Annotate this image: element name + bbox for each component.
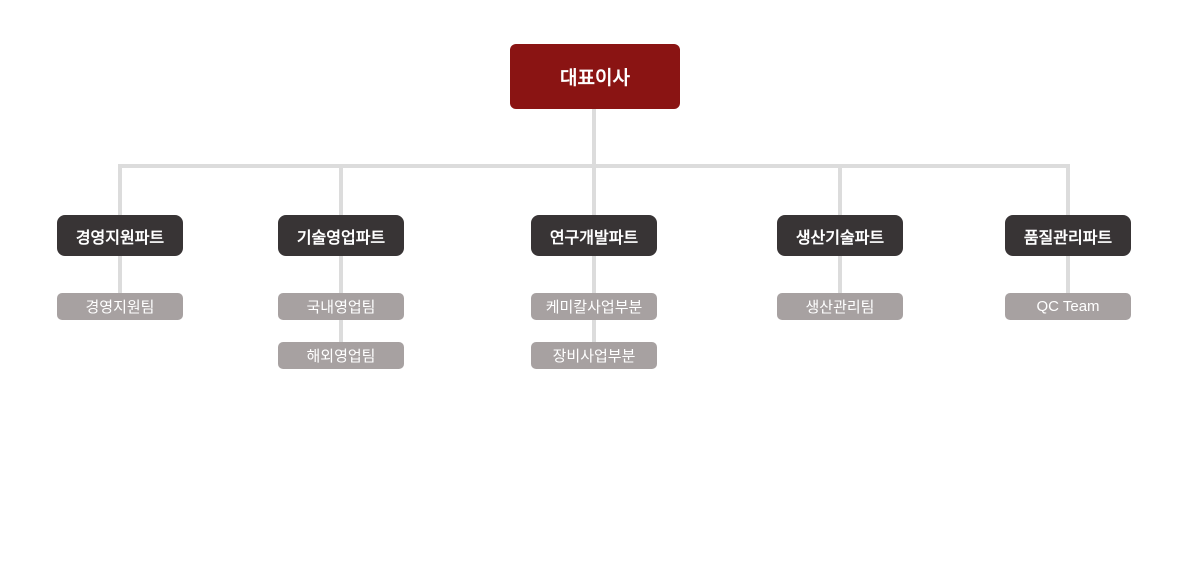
org-node-team-qc-team: QC Team [1005, 293, 1131, 320]
org-node-part-production-technology: 생산기술파트 [777, 215, 903, 256]
org-node-ceo: 대표이사 [510, 44, 680, 109]
org-node-team-chemical-business: 케미칼사업부분 [531, 293, 657, 320]
org-node-part-quality-control: 품질관리파트 [1005, 215, 1131, 256]
org-node-team-equipment-business: 장비사업부분 [531, 342, 657, 369]
org-node-team-production-management: 생산관리팀 [777, 293, 903, 320]
org-node-part-rnd: 연구개발파트 [531, 215, 657, 256]
org-node-team-overseas-sales: 해외영업팀 [278, 342, 404, 369]
org-node-team-domestic-sales: 국내영업팀 [278, 293, 404, 320]
connector-branch-2 [339, 164, 343, 354]
connector-branch-3 [592, 164, 596, 354]
org-node-part-technical-sales: 기술영업파트 [278, 215, 404, 256]
org-node-team-management-support: 경영지원팀 [57, 293, 183, 320]
connector-root-stem [592, 108, 596, 168]
org-node-part-management-support: 경영지원파트 [57, 215, 183, 256]
